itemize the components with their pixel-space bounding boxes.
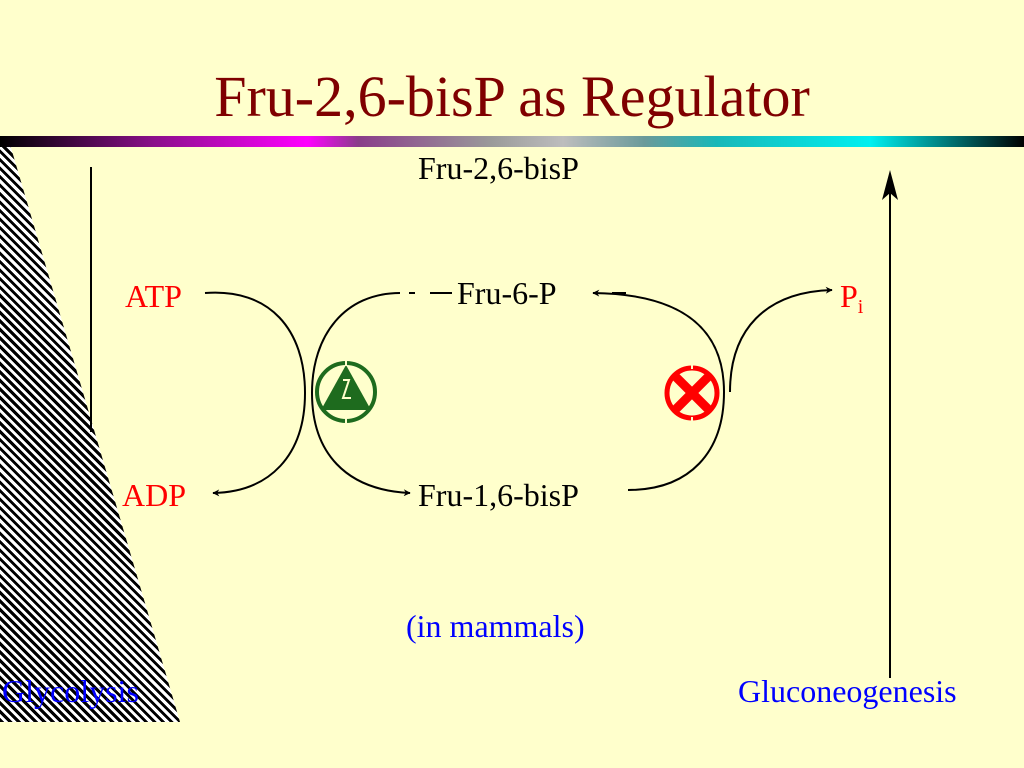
regulator-label: Fru-2,6-bisP [418, 150, 579, 186]
fru16bisp-to-fru6p-arrow [592, 289, 726, 491]
pi-release-arrow [729, 286, 833, 393]
pi-label: Pi [840, 278, 863, 325]
gluconeogenesis-arrowhead [882, 170, 898, 200]
atp-label: ATP [125, 278, 182, 314]
fru6p-to-fru16bisp-arrow [310, 292, 411, 497]
activation-symbol-icon [315, 360, 377, 424]
fru6p-label: Fru-6-P [457, 275, 557, 311]
page-title: Fru-2,6-bisP as Regulator [214, 64, 810, 129]
gluconeogenesis-label: Gluconeogenesis [738, 673, 957, 709]
pi-main-text: P [840, 278, 858, 314]
fru16bisp-label: Fru-1,6-bisP [418, 477, 579, 513]
inhibition-symbol-icon [664, 364, 720, 422]
title-divider [0, 136, 1024, 147]
glycolysis-label: Glycolysis [2, 673, 139, 709]
adp-label: ADP [122, 477, 187, 513]
atp-to-adp-arrow [204, 291, 307, 497]
pi-subscript: i [857, 296, 864, 318]
species-note: (in mammals) [406, 608, 585, 644]
